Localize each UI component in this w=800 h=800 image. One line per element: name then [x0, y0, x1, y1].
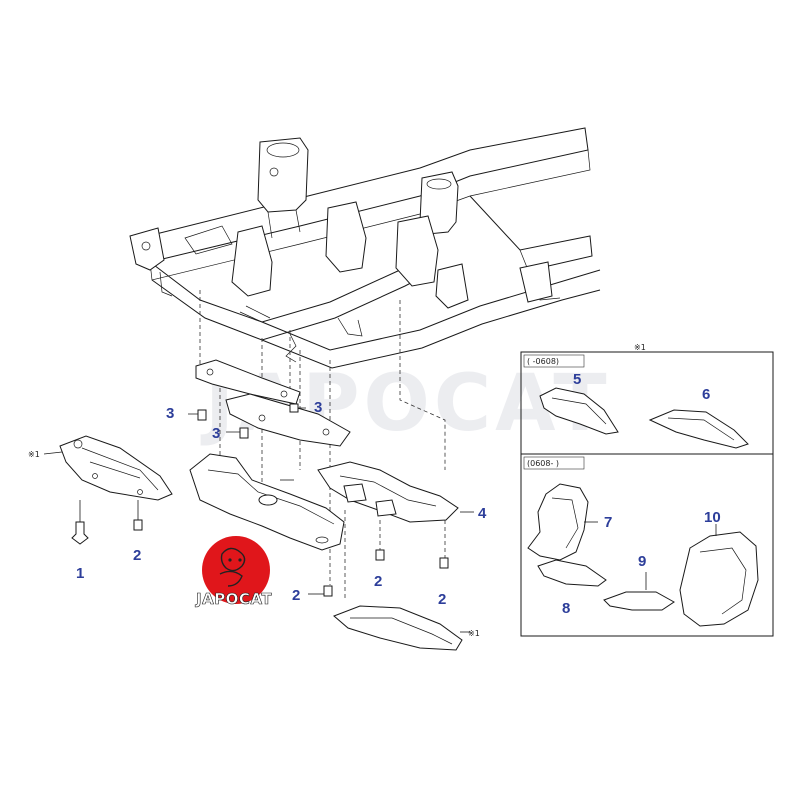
callout-2-middle[interactable]: 2 [374, 573, 382, 590]
callout-9[interactable]: 9 [638, 553, 646, 570]
part-3-upper-brackets[interactable] [195, 359, 351, 447]
part-5-cover[interactable] [539, 387, 619, 435]
callout-4[interactable]: 4 [478, 505, 487, 522]
logo-wordmark: JAPOCAT [195, 590, 272, 608]
part-6-cover[interactable] [648, 409, 749, 449]
note-asterisk-1-bottom: ※1 [468, 629, 480, 638]
inset-upper-range: ( -0608) [527, 357, 559, 366]
bolt-fastener-left [133, 500, 143, 531]
engine-under-cover[interactable] [189, 453, 345, 551]
callout-6[interactable]: 6 [702, 386, 710, 403]
callout-2-right[interactable]: 2 [438, 591, 446, 608]
callout-3-right[interactable]: 3 [314, 399, 322, 416]
callout-1[interactable]: 1 [76, 565, 84, 582]
callout-7[interactable]: 7 [604, 514, 612, 531]
japocat-logo: JAPOCAT [195, 536, 272, 608]
part-8-cover[interactable] [537, 559, 607, 587]
callout-3-left[interactable]: 3 [166, 405, 174, 422]
callout-3-lower[interactable]: 3 [212, 425, 220, 442]
part-1-side-cover[interactable] [59, 435, 173, 501]
callout-2-left[interactable]: 2 [133, 547, 141, 564]
callout-5[interactable]: 5 [573, 371, 581, 388]
part-4-rear-cover[interactable] [317, 461, 474, 523]
callout-2-bottom[interactable]: 2 [292, 587, 300, 604]
clip-fastener [71, 500, 89, 545]
part-10-inner-fender[interactable] [679, 524, 759, 627]
part-7-inner-fender[interactable] [527, 483, 598, 561]
inset-lower-range: (0608- ) [527, 459, 559, 468]
vehicle-frame [129, 127, 601, 369]
callout-8[interactable]: 8 [562, 600, 570, 617]
callout-10[interactable]: 10 [704, 509, 721, 526]
lower-skid-plate[interactable] [333, 605, 470, 651]
inset-panel: ※1 ( -0608) (0608- ) [520, 343, 774, 637]
bolt-fasteners-3 [188, 403, 306, 439]
bolt-fasteners-2 [308, 549, 449, 597]
note-asterisk-1-left: ※1 [28, 450, 40, 459]
inset-header-note: ※1 [634, 343, 646, 352]
part-9-cover[interactable] [603, 572, 675, 611]
